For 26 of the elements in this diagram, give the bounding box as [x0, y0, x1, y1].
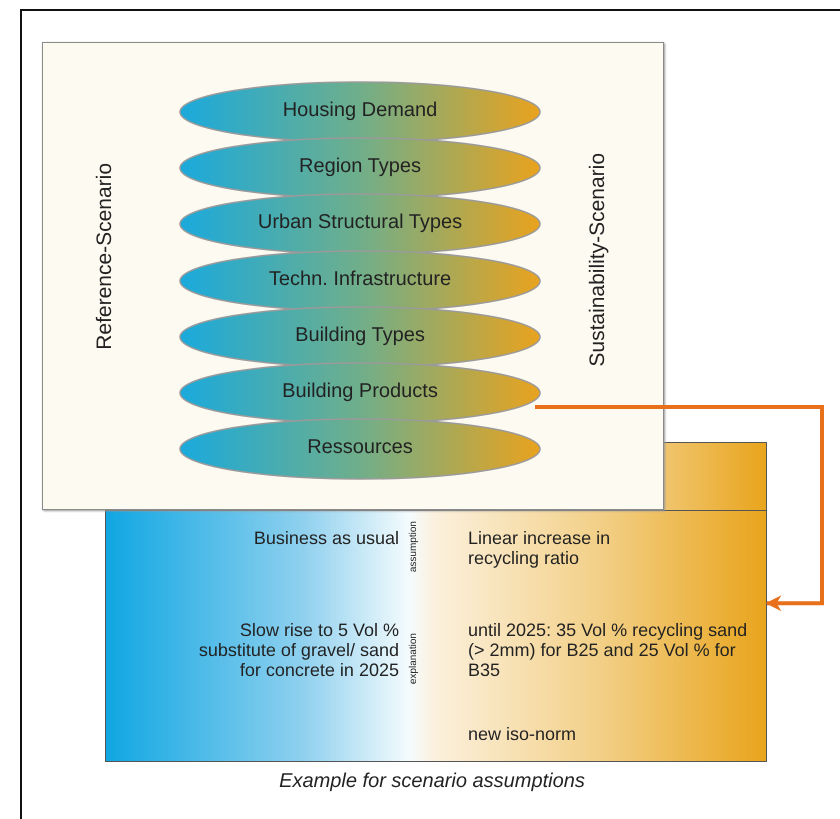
cell-text: Linear increase in recycling ratio	[468, 529, 612, 569]
layer-ellipse	[179, 418, 541, 480]
arrow	[535, 405, 824, 612]
cell-text: Slow rise to 5 Vol % substitute of gravel/ sand for concrete in 2025	[198, 621, 399, 680]
cell-text: Business as usual	[252, 529, 399, 549]
layer-label: Region Types	[298, 155, 422, 178]
scenario-label: Sustainability-Scenario	[586, 153, 610, 367]
scenario-label: Reference-Scenario	[93, 163, 116, 350]
cell-text: until 2025: 35 Vol % recycling sand (> 2mm) for B25 and 25 Vol % for B35	[468, 621, 748, 680]
caption: Example for scenario assumptions	[279, 770, 585, 792]
panel	[42, 42, 664, 510]
layer-ellipse	[179, 250, 541, 312]
assumption-table	[105, 510, 767, 762]
layer-label: Building Types	[294, 324, 426, 347]
layer-ellipse	[179, 306, 541, 368]
layer-ellipse	[179, 362, 541, 424]
cell-text: new iso-norm	[468, 725, 578, 745]
layer-label: Techn. Infrastructure	[268, 268, 452, 291]
row-label: assumption	[408, 521, 419, 572]
row-label: explanation	[408, 633, 419, 684]
layer-label: Building Products	[281, 380, 439, 403]
layer-label: Urban Structural Types	[256, 211, 464, 234]
layer-ellipse	[179, 193, 541, 256]
layer-label: Housing Demand	[282, 99, 438, 122]
layer-label: Ressources	[306, 436, 414, 460]
layer-ellipse	[179, 81, 541, 143]
